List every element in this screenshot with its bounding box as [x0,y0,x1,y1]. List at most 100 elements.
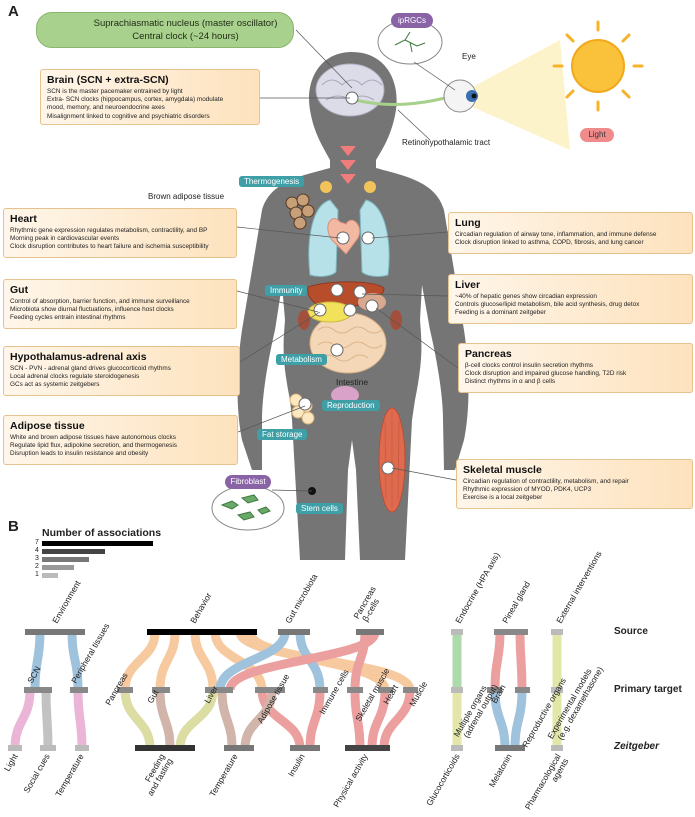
eye-label: Eye [462,52,476,61]
legend-bar-7 [42,541,153,546]
muscle-line: Exercise is a local zeitgeber [463,494,543,502]
zeitgeber-label-temperature-1: Temperature [53,752,86,799]
legend-level: 2 [35,563,39,570]
legend-bar-2 [42,565,74,570]
legend-bar-3 [42,557,89,562]
heart-info-box: Heart Rhythmic gene expression regulates… [3,208,237,258]
flow-liver-temp [217,689,237,749]
legend-bar-1 [42,573,58,578]
source-label-behavior: Behavior [188,591,214,625]
source-label-environment: Environment [50,578,83,625]
adipose-line: Regulate lipid flux, adipokine secretion… [10,442,177,450]
tag-fat-storage: Fat storage [257,429,308,440]
iprgcs-tag: ipRGCs [391,13,433,28]
zeitgeber-label-temperature-2: Temperature [207,752,240,799]
liver-line: ~40% of hepatic genes show circadian exp… [455,293,597,300]
adipose-line: White and brown adipose tissues have aut… [10,434,176,441]
flow-beh-adipose [210,631,267,691]
adipose-title: Adipose tissue [10,420,85,432]
tag-immunity: Immunity [265,285,308,296]
scn-subtitle: Central clock (~24 hours) [132,31,239,42]
brain-line: Misalignment linked to cognitive and psy… [47,112,210,120]
liver-title: Liver [455,279,481,291]
liver-line: Feeding is a dominant zeitgeber [455,309,546,317]
zeitgeber-label-pharmacological: Pharmacologicalagents [523,752,571,816]
pancreas-line: Distinct rhythms in α and β cells [465,378,556,386]
zeitgeber-bars [8,745,563,751]
legend-level: 4 [35,547,39,554]
lung-title: Lung [455,217,481,229]
sun-icon [552,20,644,112]
liver-info-box: Liver ~40% of hepatic genes show circadi… [448,274,693,324]
gut-line: Control of absorption, barrier function,… [10,298,190,305]
lung-line: Circadian regulation of airway tone, inf… [455,231,657,238]
flow-repro-melatonin [510,689,527,749]
source-label-external: External interventions [554,549,604,625]
legend-bar-4 [42,549,105,554]
fibroblast-tag: Fibroblast [225,475,271,489]
brown-adipose-label: Brown adipose tissue [148,192,225,201]
tag-metabolism: Metabolism [276,354,327,365]
flow-pineal-brain [490,631,505,691]
source-label-gut-microbiota: Gut microbiota [283,572,319,625]
lung-left [308,199,339,277]
flow-beh-pancreas [120,631,160,691]
flow-env-scn [30,631,45,691]
brain-line: SCN is the master pacemaker entrained by… [47,88,183,95]
intestine-label: Intestine [336,377,369,387]
heart-line: Clock disruption contributes to heart fa… [10,243,209,251]
gut-title: Gut [10,284,29,296]
zeitgeber-label-social: Social cues [21,752,51,795]
tag-reproduction: Reproduction [322,400,380,411]
brain-line: Extra- SCN clocks (hippocampus, cortex, … [47,96,224,104]
muscle-title: Skeletal muscle [463,464,542,476]
flow-heart-physical [367,689,390,749]
hpa-title: Hypothalamus-adrenal axis [10,351,147,363]
row-label-source: Source [614,626,648,637]
flow-brain-melatonin [490,689,510,749]
flow-scn-light [10,689,35,749]
brain-line: mood, memory, and neuroendocrine axes [47,104,165,112]
flow-periph-temp [73,689,87,749]
gut-line: Feeding cycles entrain intestinal rhythm… [10,314,126,322]
row-label-primary: Primary target [614,684,682,695]
flow-immune-insulin [305,689,325,749]
zeitgeber-label-physical: Physical activity [331,751,370,809]
liver-line: Controls glucose/lipid metabolism, bile … [455,301,640,309]
source-label-pancreas-beta: Pancreasβ-cells [351,584,385,625]
source-label-endocrine: Endocrine (HPA axis) [453,550,502,625]
gut-line: Microbiota show diurnal fluctuations, in… [10,306,174,314]
heart-title: Heart [10,213,37,225]
panel-b-label: B [8,518,19,535]
hpa-line: Local adrenal clocks regulate steroidoge… [10,373,140,381]
flow-beta-liver [225,630,380,692]
tag-stem-cells: Stem cells [296,503,343,514]
flow-beh-gut [155,631,180,691]
muscle-line: Rhythmic expression of MYOD, PDK4, UCP3 [463,486,592,494]
scn-master-clock-box: Suprachiasmatic nucleus (master oscillat… [36,12,294,48]
source-bars [25,629,563,635]
flow-liver-feeding [175,689,218,749]
legend-level: 1 [35,571,39,578]
retinohypothalamic-label: Retinohypothalamic tract [402,138,491,147]
pancreas-info-box: Pancreas β-cell clocks control insulin s… [458,343,693,393]
flow-gutmicro-liver [215,631,290,691]
legend-level: 3 [35,555,39,562]
lung-info-box: Lung Circadian regulation of airway tone… [448,212,693,254]
adipose-line: Disruption leads to insulin resistance a… [10,450,149,458]
flow-gut-feeding [155,689,175,749]
lung-line: Clock disruption linked to asthma, COPD,… [455,239,644,247]
legend-title: Number of associations [42,527,162,539]
pancreas-line: β-cell clocks control insulin secretion … [465,362,593,369]
brain-title: Brain (SCN + extra-SCN) [47,74,169,86]
tag-thermogenesis: Thermogenesis [239,176,305,187]
flow-skm-physical [350,689,365,749]
zeitgeber-label-melatonin: Melatonin [487,752,514,789]
flow-adipose-insulin [257,689,305,749]
zeitgeber-label-insulin: Insulin [286,752,307,779]
lung-right [359,199,390,277]
flow-muscle-physical [379,689,415,749]
flow-pineal-repro [515,631,527,691]
zeitgeber-label-glucocorticoids: Glucocorticoids [424,752,462,807]
